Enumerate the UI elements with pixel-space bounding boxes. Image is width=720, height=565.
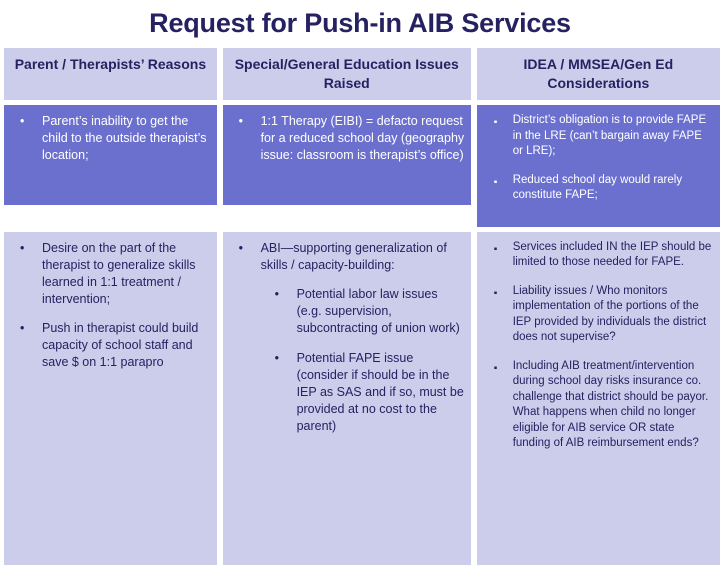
square-bullet-icon: ▪ <box>493 362 498 374</box>
slide: Request for Push-in AIB Services Parent … <box>4 8 720 565</box>
list-item-text: ABI—supporting generalization of skills … <box>260 240 447 272</box>
column-gutter-2 <box>470 48 477 100</box>
comparison-table: Parent / Therapists’ Reasons Special/Gen… <box>4 48 720 565</box>
bullet-icon: • <box>274 350 279 365</box>
list-item-text: Liability issues / Who monitors implemen… <box>512 284 707 344</box>
list-item-text: 1:1 Therapy (EIBI) = defacto request for… <box>260 114 465 162</box>
column-gutter-2 <box>470 231 477 565</box>
cell-content: ▪ District’s obligation is to provide FA… <box>476 105 720 227</box>
row2-cell-reasons: • Desire on the part of the therapist to… <box>4 231 217 565</box>
header-body-gap <box>4 100 720 105</box>
list-item: ▪ District’s obligation is to provide FA… <box>483 113 714 160</box>
cell-content: • Desire on the part of the therapist to… <box>4 231 217 565</box>
list-item-text: District’s obligation is to provide FAPE… <box>512 114 707 157</box>
square-bullet-icon: ▪ <box>493 243 498 255</box>
table-row: • Desire on the part of the therapist to… <box>4 231 720 565</box>
list-item: ▪ Services included IN the IEP should be… <box>483 240 714 271</box>
square-bullet-icon: ▪ <box>493 287 498 299</box>
row1-cell-considerations: ▪ District’s obligation is to provide FA… <box>476 105 720 227</box>
cell-content: ▪ Services included IN the IEP should be… <box>476 231 720 565</box>
sub-bullet-list: • Potential labor law issues (e.g. super… <box>261 286 465 435</box>
bullet-icon: • <box>238 114 243 128</box>
list-item: • Parent’s inability to get the child to… <box>10 113 211 164</box>
list-item-text: Including AIB treatment/intervention dur… <box>512 359 709 450</box>
table-header-row: Parent / Therapists’ Reasons Special/Gen… <box>4 48 720 100</box>
bullet-icon: • <box>238 240 243 255</box>
sub-list-item: • Potential FAPE issue (consider if shou… <box>261 350 465 435</box>
list-item: ▪ Reduced school day would rarely consti… <box>483 173 714 204</box>
list-item-text: Push in therapist could build capacity o… <box>42 320 199 369</box>
bullet-list: • 1:1 Therapy (EIBI) = defacto request f… <box>229 113 465 164</box>
row2-cell-considerations: ▪ Services included IN the IEP should be… <box>476 231 720 565</box>
bullet-icon: • <box>20 240 25 255</box>
bullet-list: ▪ District’s obligation is to provide FA… <box>483 113 714 204</box>
table-row: • Parent’s inability to get the child to… <box>4 105 720 227</box>
cell-content: • 1:1 Therapy (EIBI) = defacto request f… <box>222 105 471 205</box>
header-cell-reasons: Parent / Therapists’ Reasons <box>4 48 217 100</box>
list-item: • 1:1 Therapy (EIBI) = defacto request f… <box>229 113 465 164</box>
list-item: • Desire on the part of the therapist to… <box>10 240 211 308</box>
bullet-list: • ABI—supporting generalization of skill… <box>229 240 465 435</box>
bullet-icon: • <box>274 286 279 301</box>
list-item-text: Services included IN the IEP should be l… <box>512 240 712 269</box>
list-item: • Push in therapist could build capacity… <box>10 320 211 371</box>
square-bullet-icon: ▪ <box>493 117 498 128</box>
row1-cell-issues: • 1:1 Therapy (EIBI) = defacto request f… <box>222 105 471 227</box>
column-gutter-2 <box>470 105 477 227</box>
square-bullet-icon: ▪ <box>493 176 498 188</box>
sub-list-item-text: Potential FAPE issue (consider if should… <box>296 350 464 433</box>
page-title: Request for Push-in AIB Services <box>149 8 571 38</box>
header-label-considerations: IDEA / MMSEA/Gen Ed Considerations <box>476 48 720 100</box>
list-item: ▪ Liability issues / Who monitors implem… <box>483 284 714 346</box>
bullet-icon: • <box>20 114 25 128</box>
column-gutter-1 <box>216 48 223 100</box>
row-gap <box>4 100 720 105</box>
row2-cell-issues: • ABI—supporting generalization of skill… <box>222 231 471 565</box>
header-label-issues: Special/General Education Issues Raised <box>222 48 471 100</box>
cell-content: • Parent’s inability to get the child to… <box>4 105 217 205</box>
bullet-list: ▪ Services included IN the IEP should be… <box>483 240 714 452</box>
row1-cell-reasons: • Parent’s inability to get the child to… <box>4 105 217 227</box>
bullet-icon: • <box>20 320 25 335</box>
list-item-text: Reduced school day would rarely constitu… <box>512 173 683 202</box>
header-label-reasons: Parent / Therapists’ Reasons <box>4 48 217 100</box>
sub-list-item: • Potential labor law issues (e.g. super… <box>261 286 465 337</box>
list-item: ▪ Including AIB treatment/intervention d… <box>483 359 714 452</box>
list-item-text: Parent’s inability to get the child to t… <box>42 114 207 162</box>
bullet-list: • Desire on the part of the therapist to… <box>10 240 211 371</box>
cell-content: • ABI—supporting generalization of skill… <box>222 231 471 565</box>
row-divider-gap <box>4 226 720 232</box>
header-cell-issues: Special/General Education Issues Raised <box>222 48 471 100</box>
column-gutter-1 <box>216 231 223 565</box>
bullet-list: • Parent’s inability to get the child to… <box>10 113 211 164</box>
header-cell-considerations: IDEA / MMSEA/Gen Ed Considerations <box>476 48 720 100</box>
sub-list-item-text: Potential labor law issues (e.g. supervi… <box>296 286 460 335</box>
list-item-text: Desire on the part of the therapist to g… <box>42 240 196 306</box>
column-gutter-1 <box>216 105 223 227</box>
row-gap <box>4 226 720 232</box>
list-item: • ABI—supporting generalization of skill… <box>229 240 465 435</box>
